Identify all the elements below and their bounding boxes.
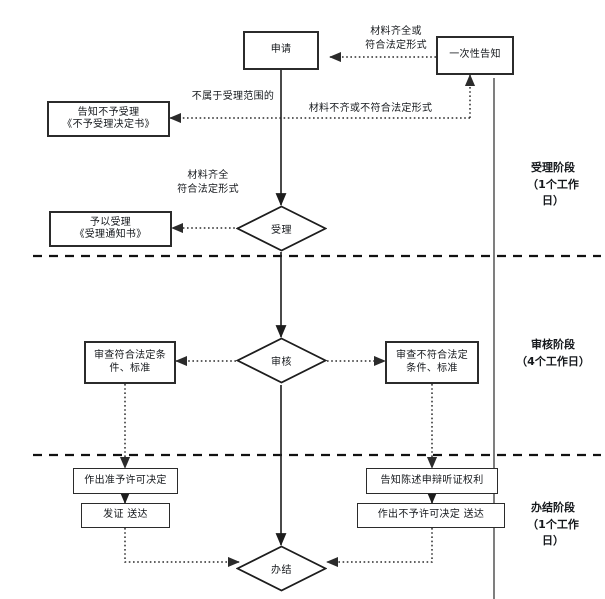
stage-label-acceptance-line2: （1个工作 bbox=[527, 177, 579, 191]
edge-label-materials-complete-line1: 材料齐全 bbox=[187, 170, 229, 181]
stage-label-acceptance-line3: 日） bbox=[542, 194, 564, 207]
node-review-pass[interactable]: 审查符合法定条 件、标准 bbox=[84, 341, 176, 384]
decision-finish-label: 办结 bbox=[271, 565, 292, 576]
node-review-pass-text: 审查符合法定条 件、标准 bbox=[88, 350, 172, 375]
decision-acceptance[interactable]: 受理 bbox=[236, 205, 327, 252]
stage-label-acceptance-line1: 受理阶段 bbox=[531, 161, 575, 174]
node-reject-acceptance-line2: 《不予受理决定书》 bbox=[62, 119, 155, 130]
node-reject-acceptance[interactable]: 告知不予受理 《不予受理决定书》 bbox=[47, 101, 170, 137]
node-issue-deliver-label: 发证 送达 bbox=[103, 509, 148, 521]
stage-label-review: 审核阶段 （4个工作日） bbox=[505, 337, 601, 370]
node-notify-rights[interactable]: 告知陈述申辩听证权利 bbox=[366, 468, 498, 494]
decision-acceptance-label: 受理 bbox=[271, 225, 292, 236]
edge-label-materials-incomplete: 材料不齐或不符合法定形式 bbox=[288, 102, 453, 116]
node-issue-deliver[interactable]: 发证 送达 bbox=[81, 503, 170, 528]
node-one-time-notice-label: 一次性告知 bbox=[449, 49, 501, 61]
node-apply-label: 申请 bbox=[270, 44, 292, 56]
decision-review[interactable]: 审核 bbox=[236, 337, 327, 384]
decision-finish[interactable]: 办结 bbox=[236, 545, 327, 592]
decision-review-label: 审核 bbox=[271, 357, 292, 368]
node-apply[interactable]: 申请 bbox=[243, 31, 319, 70]
edge-label-materials-ok-line1: 材料齐全或 bbox=[370, 26, 422, 37]
node-reject-acceptance-text: 告知不予受理 《不予受理决定书》 bbox=[51, 107, 166, 132]
stage-label-completion-line2: （1个工作 bbox=[527, 517, 579, 531]
edge-label-out-of-scope-line1: 不属于受理范围的 bbox=[191, 91, 275, 102]
stage-label-completion-line1: 办结阶段 bbox=[531, 501, 575, 514]
node-review-fail-text: 审查不符合法定 条件、标准 bbox=[389, 350, 475, 375]
stage-label-review-line2: （4个工作日） bbox=[516, 354, 590, 368]
node-notify-rights-label: 告知陈述申辩听证权利 bbox=[380, 474, 484, 486]
node-grant-acceptance[interactable]: 予以受理 《受理通知书》 bbox=[49, 211, 172, 247]
node-reject-acceptance-line1: 告知不予受理 bbox=[77, 106, 140, 118]
stage-label-acceptance: 受理阶段 （1个工作 日） bbox=[509, 160, 597, 210]
edge-label-out-of-scope: 不属于受理范围的 bbox=[168, 90, 298, 104]
edge-label-materials-ok-line2: 符合法定形式 bbox=[365, 39, 427, 51]
stage-label-completion: 办结阶段 （1个工作 日） bbox=[509, 500, 597, 550]
node-grant-acceptance-line2: 《受理通知书》 bbox=[74, 229, 147, 240]
node-grant-acceptance-text: 予以受理 《受理通知书》 bbox=[53, 217, 168, 242]
node-grant-license-label: 作出准予许可决定 bbox=[84, 474, 167, 486]
edge-label-materials-incomplete-line1: 材料不齐或不符合法定形式 bbox=[308, 103, 433, 114]
node-review-fail-line1: 审查不符合法定 bbox=[395, 350, 469, 361]
edge-label-materials-complete: 材料齐全 符合法定形式 bbox=[150, 169, 266, 196]
node-one-time-notice[interactable]: 一次性告知 bbox=[436, 36, 514, 75]
decision-acceptance-shape bbox=[236, 205, 327, 252]
node-grant-acceptance-line1: 予以受理 bbox=[89, 216, 132, 228]
stage-label-review-line1: 审核阶段 bbox=[531, 338, 575, 351]
node-review-pass-line2: 件、标准 bbox=[109, 362, 151, 374]
node-deny-license-label: 作出不予许可决定 送达 bbox=[377, 509, 485, 521]
edge-label-materials-complete-line2: 符合法定形式 bbox=[177, 183, 239, 195]
stage-label-completion-line3: 日） bbox=[542, 534, 564, 547]
node-review-fail[interactable]: 审查不符合法定 条件、标准 bbox=[385, 341, 479, 384]
decision-finish-shape bbox=[236, 545, 327, 592]
node-review-fail-line2: 条件、标准 bbox=[406, 362, 458, 374]
node-grant-license[interactable]: 作出准予许可决定 bbox=[73, 468, 178, 494]
edge-label-materials-ok: 材料齐全或 符合法定形式 bbox=[336, 25, 456, 52]
decision-review-shape bbox=[236, 337, 327, 384]
node-review-pass-line1: 审查符合法定条 bbox=[93, 350, 167, 361]
node-deny-license[interactable]: 作出不予许可决定 送达 bbox=[357, 503, 505, 528]
